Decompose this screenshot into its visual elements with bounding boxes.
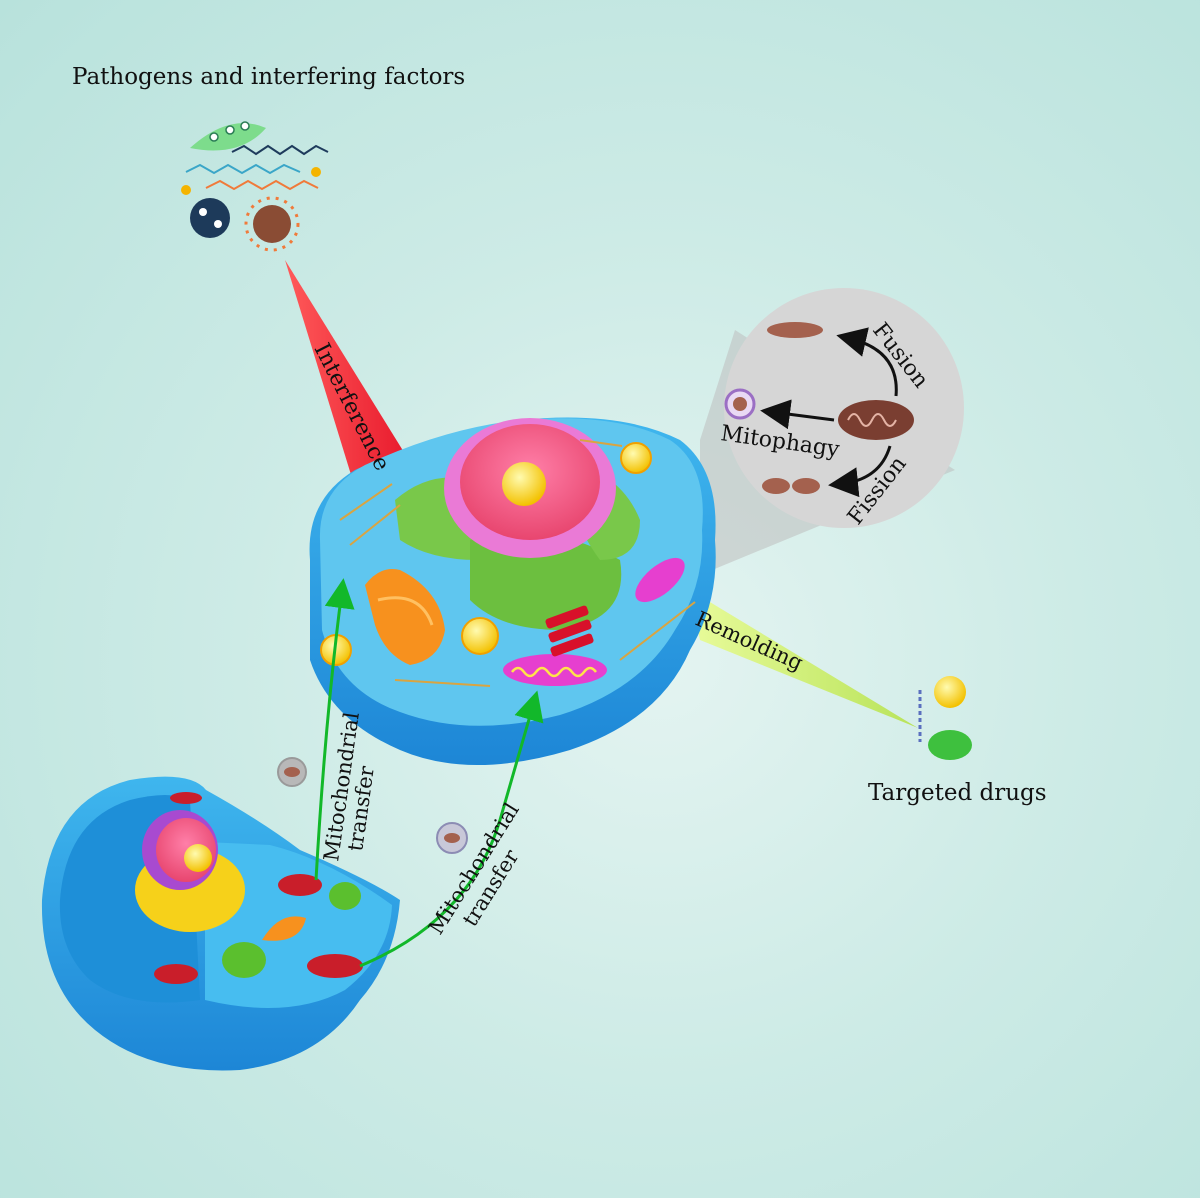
donor-nucleolus-icon xyxy=(184,844,212,872)
virus-spot-icon xyxy=(199,208,207,216)
cristae-icon xyxy=(511,666,597,678)
interference-wedge xyxy=(285,260,410,478)
fusion-arrow xyxy=(836,327,898,397)
virus-spikes-icon xyxy=(244,196,300,252)
cristae-icon xyxy=(847,413,897,427)
lysosome-icon xyxy=(461,617,499,655)
donor-golgi-icon xyxy=(262,916,306,941)
golgi-fold-icon xyxy=(377,596,434,626)
virus-icon xyxy=(253,205,291,243)
cytoskeleton-fibers xyxy=(339,439,696,687)
particle-icon xyxy=(311,167,321,177)
mitochondrion-icon xyxy=(635,557,685,603)
inset-contents xyxy=(724,322,914,498)
donor-cell xyxy=(41,776,401,1071)
toxin-chain-icon xyxy=(231,144,329,156)
fiber-line xyxy=(579,439,623,447)
fission-fragment-icon xyxy=(792,478,820,494)
centriole-icon xyxy=(545,605,594,657)
particle-icon xyxy=(181,185,191,195)
virus-spot-icon xyxy=(214,220,222,228)
fiber-line xyxy=(339,483,393,521)
nucleolus-icon xyxy=(502,462,546,506)
fission-fragment-icon xyxy=(762,478,790,494)
fission-arrow xyxy=(828,445,892,498)
mitochondrion-icon xyxy=(503,654,607,686)
drug-yellow-sphere-icon xyxy=(934,676,966,708)
bacterium-dot-icon xyxy=(225,125,235,135)
bacterium-dot-icon xyxy=(209,132,219,142)
target-cell xyxy=(309,417,716,765)
donor-mitochondrion-icon xyxy=(278,874,322,896)
transfer-arrow-2 xyxy=(359,690,544,968)
fiber-line xyxy=(394,679,491,687)
donor-vesicle-green-icon xyxy=(222,942,266,978)
donor-mitochondrion-icon xyxy=(170,792,202,804)
fused-mitochondrion-icon xyxy=(767,322,823,338)
donor-vesicle-green-icon xyxy=(329,882,361,910)
toxin-chain-icon xyxy=(205,179,319,191)
transferred-mitochondrion-core-icon xyxy=(284,767,300,777)
golgi-apparatus-icon xyxy=(365,569,445,665)
virus-icon xyxy=(190,198,230,238)
bacterium-dot-icon xyxy=(240,121,250,131)
mitophagy-arrow xyxy=(760,399,835,430)
remolding-wedge xyxy=(690,590,918,728)
pathogens-label: Pathogens and interfering factors xyxy=(72,64,465,90)
pathogens-cluster xyxy=(181,121,329,252)
inset-circle xyxy=(724,288,964,528)
targeted-drugs-icon xyxy=(918,676,972,760)
vesicle-icon xyxy=(620,442,652,474)
transferred-mitochondrion-core-icon xyxy=(444,833,460,843)
targeted-drugs-label: Targeted drugs xyxy=(868,780,1047,806)
transfer-arrow-1 xyxy=(314,578,355,881)
fiber-line xyxy=(619,601,696,661)
mitochondrion-icon xyxy=(838,400,914,440)
mitophagosome-core-icon xyxy=(733,397,747,411)
drug-green-pill-icon xyxy=(928,730,972,760)
fiber-line xyxy=(349,504,401,546)
toxin-chain-icon xyxy=(185,163,301,175)
donor-mitochondrion-icon xyxy=(307,954,363,978)
donor-mitochondrion-icon xyxy=(154,964,198,984)
